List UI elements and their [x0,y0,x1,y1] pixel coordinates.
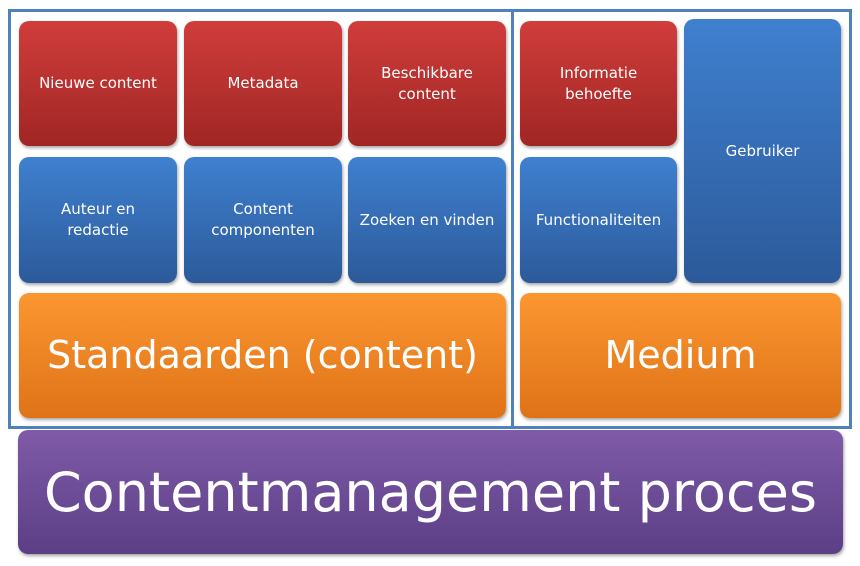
tile-auteur-en-redactie: Auteur en redactie [19,157,177,283]
medium-group-frame [511,9,852,429]
tile-zoeken-en-vinden: Zoeken en vinden [348,157,506,283]
tile-nieuwe-content: Nieuwe content [19,21,177,146]
tile-gebruiker: Gebruiker [684,19,841,283]
tile-medium: Medium [520,293,841,418]
tile-informatie-behoefte: Informatie behoefte [520,21,677,146]
tile-metadata: Metadata [184,21,342,146]
tile-content-componenten: Content componenten [184,157,342,283]
tile-beschikbare-content: Beschikbare content [348,21,506,146]
tile-functionaliteiten: Functionaliteiten [520,157,677,283]
tile-standaarden-content: Standaarden (content) [19,293,506,418]
tile-contentmanagement-proces: Contentmanagement proces [18,430,843,554]
